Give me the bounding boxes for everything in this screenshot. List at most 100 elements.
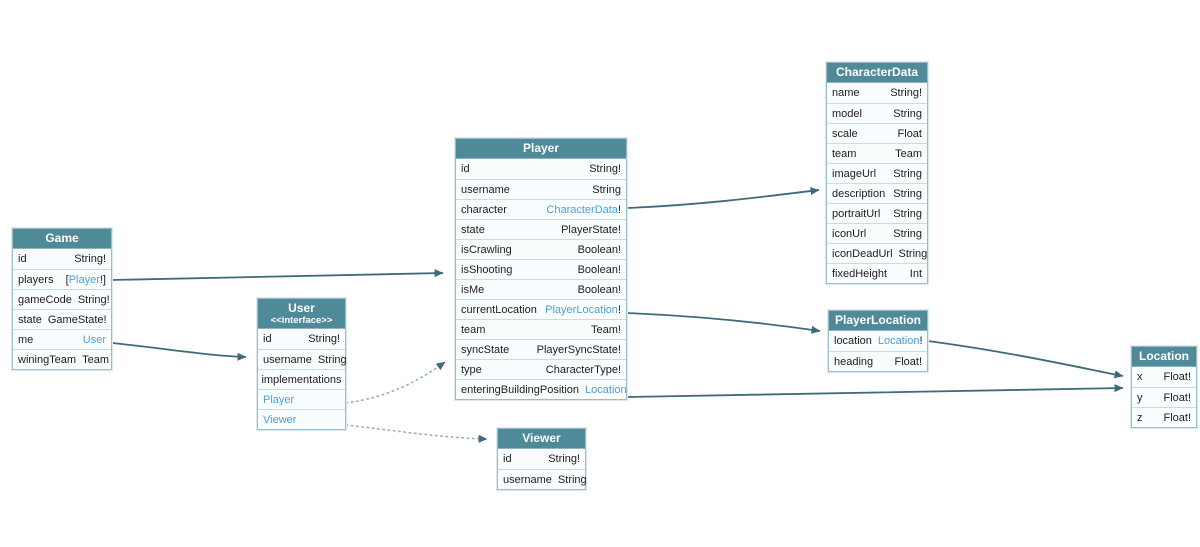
type-part: String! [890,87,922,99]
type-part: Team [895,147,922,160]
field-name: team [461,323,486,336]
field-name: z [1137,411,1143,424]
field-name: name [832,87,860,99]
field-row-isMe[interactable]: isMe Boolean! [456,279,626,299]
field-type: Boolean! [578,284,621,296]
field-name: id [461,163,470,175]
field-type: String! [78,294,110,306]
table-header[interactable]: Game [13,229,111,249]
table-header[interactable]: Player [456,139,626,159]
table-title: User [288,301,315,315]
type-part: Team [82,353,109,366]
field-type: CharacterData! [546,204,621,216]
type-part-link[interactable]: Location [877,335,920,347]
field-type: String! [890,87,922,99]
edge-player-currentlocation-to-playerlocation [626,312,821,334]
field-type: String [893,228,922,240]
field-type: Int [910,268,922,280]
type-part: String [592,183,621,196]
table-header[interactable]: Viewer [498,429,585,449]
field-name: id [263,333,272,345]
type-part: String [893,167,922,180]
implementation-link-row[interactable]: Player [258,389,345,409]
edge-game-me-to-user [111,342,247,361]
table-header[interactable]: CharacterData [827,63,927,83]
type-part: String [317,353,347,366]
field-type: PlayerLocation! [545,304,621,316]
field-type: String [592,184,621,196]
field-name: players [18,273,54,286]
type-part-link[interactable]: Location [585,383,627,396]
edge-player-character-to-characterdata [626,187,820,209]
type-part-link[interactable]: CharacterData [546,203,618,216]
implementation-link-row[interactable]: Viewer [258,409,345,429]
field-name: portraitUrl [832,207,881,220]
edge-game-players-to-player [111,269,444,281]
edge-playerlocation-location-to-location [927,340,1124,379]
field-type: Float! [894,356,922,368]
type-part: Float [897,127,922,140]
field-name: isMe [461,283,485,296]
type-part-link[interactable]: PlayerLocation [545,303,618,316]
field-row-players[interactable]: players[Player!] [13,269,111,289]
type-link[interactable]: Viewer [263,413,297,426]
type-part-link[interactable]: Player [68,273,100,286]
field-name: type [461,363,482,376]
table-header[interactable]: User<<interface>> [258,299,345,329]
type-link[interactable]: Player [263,393,295,406]
table-header[interactable]: PlayerLocation [829,311,927,331]
field-name: location [834,335,872,347]
field-type: String [318,354,347,366]
field-name: isShooting [461,263,513,276]
field-type: String! [74,253,106,265]
field-type: String [558,474,587,486]
field-row-name[interactable]: name String! [827,83,927,103]
type-part-link[interactable]: User [82,333,106,346]
type-part: Float! [1163,371,1191,383]
type-part: String! [548,453,580,465]
table-header[interactable]: Location [1132,347,1196,367]
